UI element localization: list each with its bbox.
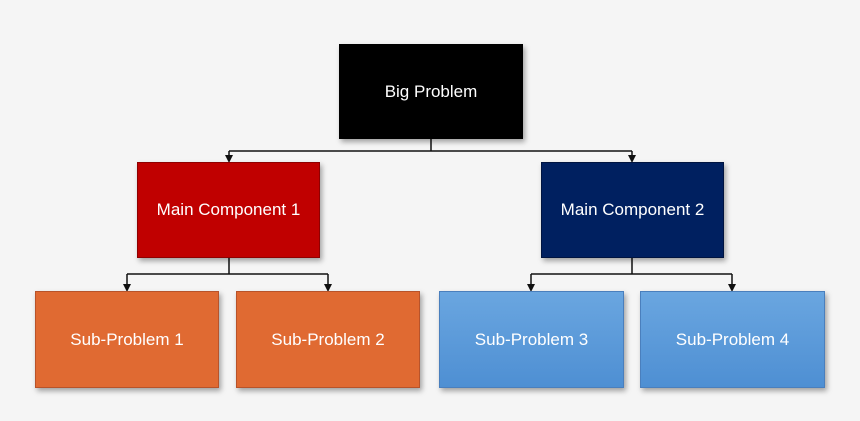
node-sub-problem-2: Sub-Problem 2 (236, 291, 420, 388)
node-label: Sub-Problem 1 (70, 329, 184, 349)
node-label: Main Component 1 (156, 200, 301, 219)
node-main-component-2: Main Component 2 (541, 162, 724, 258)
node-label: Big Problem (384, 81, 478, 101)
node-sub-problem-1: Sub-Problem 1 (35, 291, 219, 388)
node-big-problem: Big Problem (339, 44, 523, 139)
node-main-component-1: Main Component 1 (137, 162, 320, 258)
node-label: Sub-Problem 3 (474, 329, 589, 349)
node-label: Sub-Problem 2 (271, 329, 385, 349)
node-sub-problem-4: Sub-Problem 4 (640, 291, 825, 388)
node-sub-problem-3: Sub-Problem 3 (439, 291, 624, 388)
node-label: Main Component 2 (560, 200, 705, 219)
node-label: Sub-Problem 4 (675, 329, 790, 349)
